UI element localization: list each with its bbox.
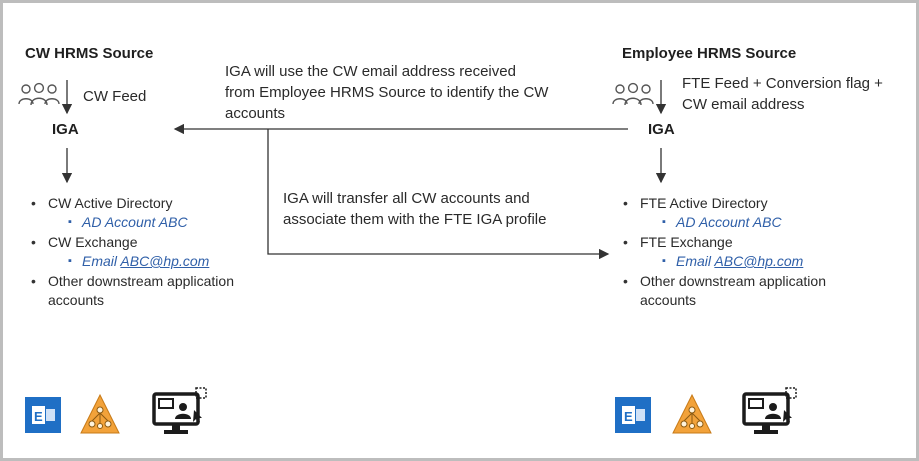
user-account-monitor-icon xyxy=(740,386,800,443)
transfer-note-line2: associate them with the FTE IGA profile xyxy=(283,211,547,228)
right-item-exchange: FTE Exchange xyxy=(623,233,733,252)
identify-note-line1: IGA will use the CW email address receiv… xyxy=(225,63,516,80)
active-directory-icon xyxy=(79,393,121,440)
left-item-exchange: CW Exchange xyxy=(31,233,138,252)
right-iga-label: IGA xyxy=(648,121,675,138)
users-icon xyxy=(17,82,61,113)
transfer-arrow xyxy=(267,129,610,260)
right-feed-line2: CW email address xyxy=(682,96,805,113)
identify-note-line2: from Employee HRMS Source to identify th… xyxy=(225,84,549,101)
right-item-email: Email ABC@hp.com xyxy=(662,252,804,271)
right-email-link[interactable]: ABC@hp.com xyxy=(714,253,804,269)
transfer-note-line1: IGA will transfer all CW accounts and xyxy=(283,190,530,207)
left-source-title: CW HRMS Source xyxy=(25,45,154,62)
right-item-other: Other downstream application xyxy=(623,272,826,291)
left-item-ad: CW Active Directory xyxy=(31,194,173,213)
user-account-monitor-icon xyxy=(150,386,210,443)
right-source-title: Employee HRMS Source xyxy=(622,45,797,62)
left-item-email: Email ABC@hp.com xyxy=(68,252,210,271)
active-directory-icon xyxy=(671,393,713,440)
left-item-ad-account: AD Account ABC xyxy=(68,213,188,232)
left-iga-label: IGA xyxy=(52,121,79,138)
left-item-other: Other downstream application xyxy=(31,272,234,291)
right-feed-line1: FTE Feed + Conversion flag + xyxy=(682,75,883,92)
exchange-icon: E xyxy=(25,397,61,438)
svg-text:E: E xyxy=(624,409,633,424)
right-item-other-cont: accounts xyxy=(640,292,697,308)
left-item-other-cont: accounts xyxy=(48,292,105,308)
users-icon xyxy=(611,82,655,113)
left-feed-label: CW Feed xyxy=(83,88,147,105)
identify-note-line3: accounts xyxy=(225,105,286,122)
right-item-ad: FTE Active Directory xyxy=(623,194,768,213)
svg-text:E: E xyxy=(34,409,43,424)
left-email-link[interactable]: ABC@hp.com xyxy=(120,253,210,269)
exchange-icon: E xyxy=(615,397,651,438)
right-item-ad-account: AD Account ABC xyxy=(662,213,782,232)
